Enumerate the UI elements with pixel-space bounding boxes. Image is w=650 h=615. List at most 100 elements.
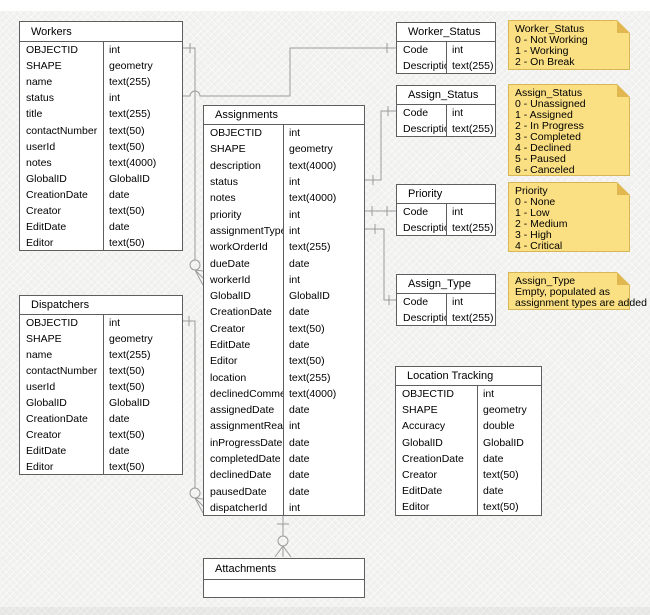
field-type: geometry bbox=[483, 404, 527, 417]
connector-workers-workerstatus[interactable] bbox=[183, 43, 396, 97]
connector-workers-workerid[interactable] bbox=[183, 43, 204, 286]
field-name: contactNumber bbox=[20, 122, 104, 139]
field-type: text(50) bbox=[109, 381, 145, 393]
field-assignments-declinedComment[interactable]: declinedCommenttext(4000) bbox=[204, 385, 364, 403]
entity-attachments[interactable]: Attachments bbox=[203, 558, 365, 598]
entity-assign_status-title[interactable]: Assign_Status bbox=[397, 86, 495, 105]
field-type: text(4000) bbox=[289, 387, 337, 400]
entity-priority[interactable]: PriorityCodeintDescriptiontext(255) bbox=[396, 184, 496, 236]
entity-assign_type-title[interactable]: Assign_Type bbox=[397, 275, 495, 294]
connector-assignments-priority[interactable] bbox=[365, 206, 396, 216]
entity-location_tracking-title[interactable]: Location Tracking bbox=[396, 367, 541, 386]
connector-assignments-attachments[interactable] bbox=[274, 514, 292, 558]
connector-assignments-assignstatus[interactable] bbox=[365, 106, 396, 185]
field-assign_type-Description[interactable]: Descriptiontext(255) bbox=[397, 310, 495, 326]
field-name: priority bbox=[204, 206, 284, 223]
entity-assignments-title[interactable]: Assignments bbox=[204, 106, 364, 125]
entity-worker_status[interactable]: Worker_StatusCodeintDescriptiontext(255) bbox=[396, 22, 496, 74]
empty-row-attachments[interactable] bbox=[204, 580, 364, 598]
entity-attachments-title[interactable]: Attachments bbox=[204, 559, 364, 580]
field-assign_status-Description[interactable]: Descriptiontext(255) bbox=[397, 121, 495, 137]
connector-dispatchers-dispatcherid[interactable] bbox=[183, 316, 204, 514]
field-type: text(255) bbox=[452, 123, 494, 135]
field-priority-Description[interactable]: Descriptiontext(255) bbox=[397, 220, 495, 236]
connector-assignments-assigntype[interactable] bbox=[365, 224, 396, 305]
field-worker_status-Description[interactable]: Descriptiontext(255) bbox=[397, 58, 495, 74]
entity-worker_status-title[interactable]: Worker_Status bbox=[397, 23, 495, 42]
entity-assign_status[interactable]: Assign_StatusCodeintDescriptiontext(255) bbox=[396, 85, 496, 137]
entity-dispatchers-title[interactable]: Dispatchers bbox=[20, 296, 182, 315]
entity-workers-title[interactable]: Workers bbox=[20, 22, 182, 42]
field-name: EditDate bbox=[20, 443, 104, 459]
entity-priority-title[interactable]: Priority bbox=[397, 185, 495, 204]
entity-assign_type[interactable]: Assign_TypeCodeintDescriptiontext(255) bbox=[396, 274, 496, 326]
